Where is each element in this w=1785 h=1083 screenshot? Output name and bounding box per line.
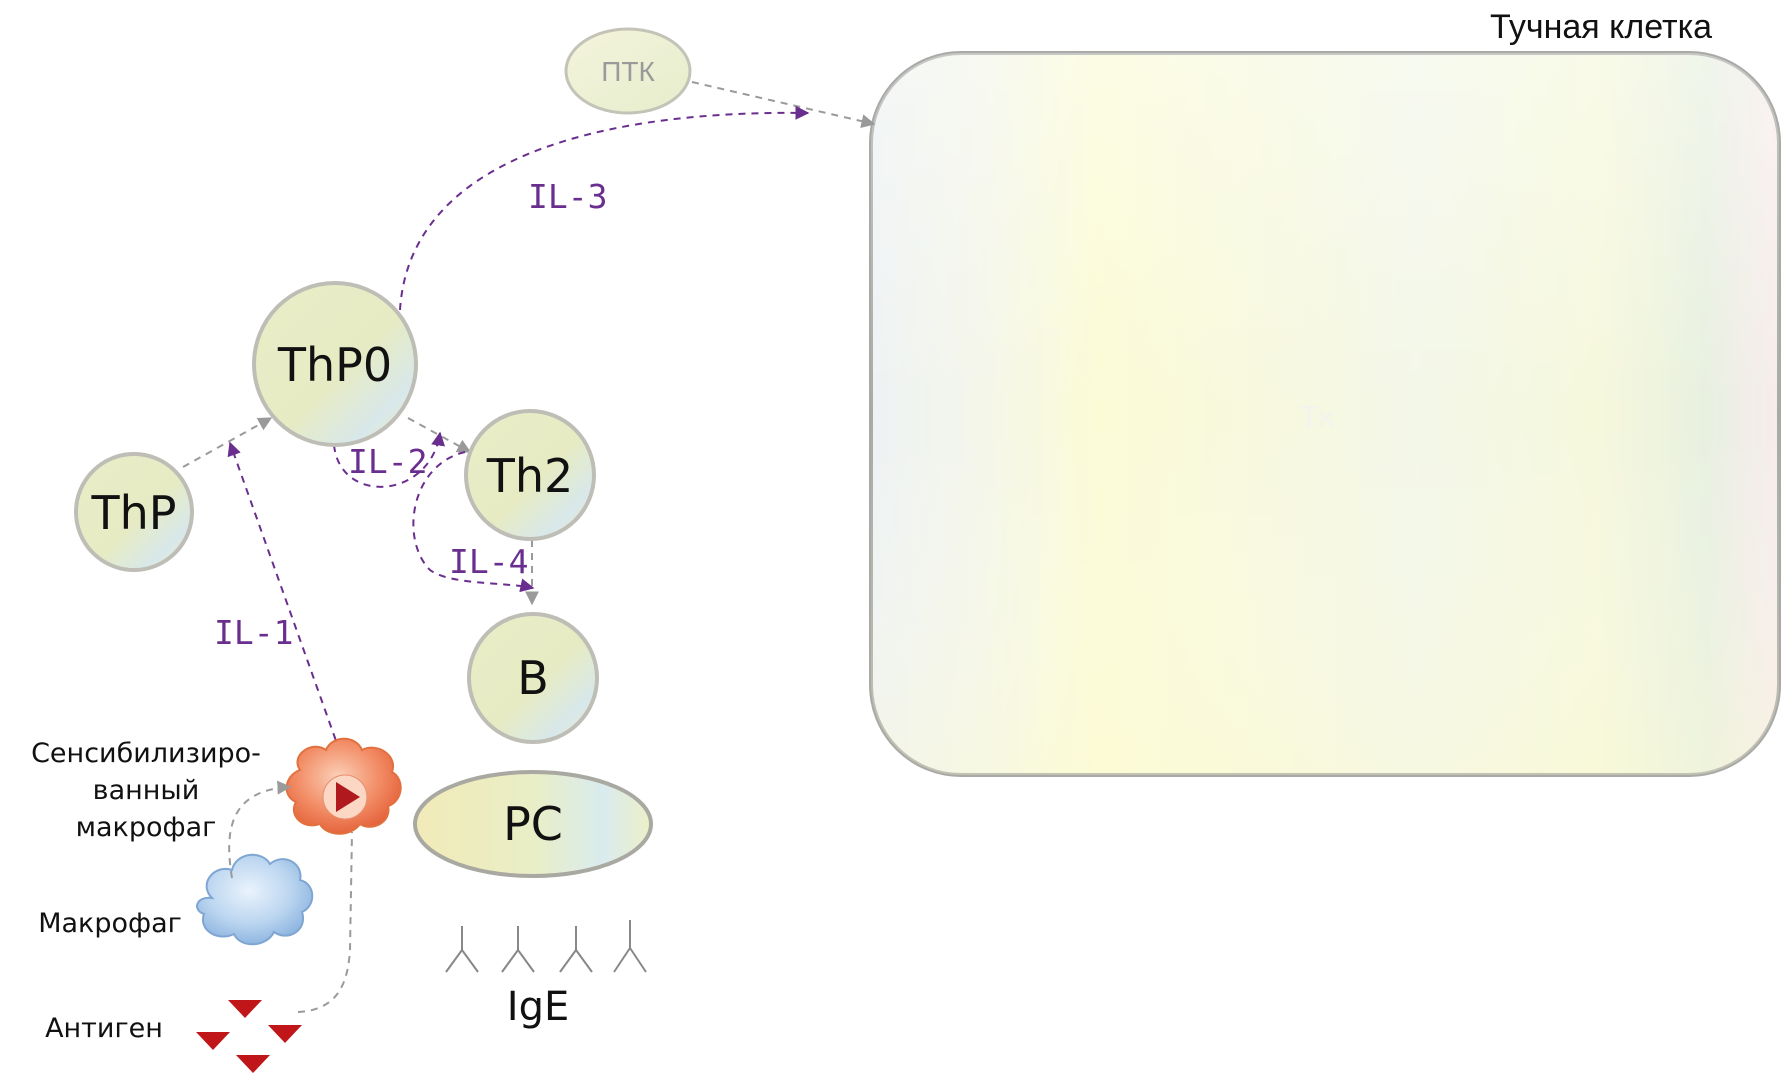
antigen-icon xyxy=(196,1032,230,1050)
ige-antibodies xyxy=(445,920,647,973)
pc-cell: PC xyxy=(413,770,653,878)
thp0-cell: ThP0 xyxy=(252,281,418,447)
thp-label: ThP xyxy=(91,486,177,540)
arrow-il2 xyxy=(333,431,446,488)
antibody-icon xyxy=(501,926,535,973)
sensitized-label-line3: макрофаг xyxy=(76,812,217,843)
antibody-icon xyxy=(445,926,479,973)
ige-label: IgE xyxy=(507,984,569,1030)
pc-label: PC xyxy=(503,797,563,851)
antigen-icon xyxy=(268,1025,302,1043)
antigen-icon xyxy=(236,1055,270,1073)
antigen-inside-icon xyxy=(336,782,360,812)
antigen-icon xyxy=(228,1000,262,1018)
sensitized-macrophage xyxy=(285,737,402,835)
thp-cell: ThP xyxy=(74,452,194,572)
antigen-group xyxy=(196,1000,302,1073)
mast-cell-inner-label: Тк xyxy=(1299,401,1336,436)
ptk-label: ПТК xyxy=(601,56,655,87)
arrow-il3 xyxy=(399,105,810,311)
antigen-label: Антиген xyxy=(45,1013,163,1044)
il1-label: IL-1 xyxy=(214,613,293,652)
sensitized-label-line1: Сенсибилизиро- xyxy=(31,738,261,769)
arrow-antigen-to-sensitized xyxy=(297,831,353,1013)
arrow-thp-to-thp0 xyxy=(182,417,273,468)
macrophage-label: Макрофаг xyxy=(38,908,182,939)
antibody-icon xyxy=(559,926,593,973)
b-cell: B xyxy=(467,612,599,744)
arrow-il1 xyxy=(227,441,341,753)
b-label: B xyxy=(517,651,549,705)
il2-label: IL-2 xyxy=(348,442,427,481)
mast-cell: Тк xyxy=(869,51,1781,777)
thp0-label: ThP0 xyxy=(277,338,392,392)
ptk-node: ПТК xyxy=(564,27,692,115)
arrow-ptk-to-mast-cell xyxy=(691,81,876,128)
sensitized-label-line2: ванный xyxy=(93,775,200,806)
arrow-thp0-to-th2 xyxy=(407,417,472,453)
th2-cell: Th2 xyxy=(464,409,596,541)
arrow-macrophage-to-sensitized xyxy=(228,780,292,879)
mast-cell-title: Тучная клетка xyxy=(1490,8,1712,46)
il4-label: IL-4 xyxy=(449,542,528,581)
macrophage xyxy=(196,854,314,946)
il3-label: IL-3 xyxy=(528,177,607,216)
th2-label: Th2 xyxy=(486,449,574,503)
antibody-icon xyxy=(613,920,647,973)
arrow-il4 xyxy=(412,451,535,593)
